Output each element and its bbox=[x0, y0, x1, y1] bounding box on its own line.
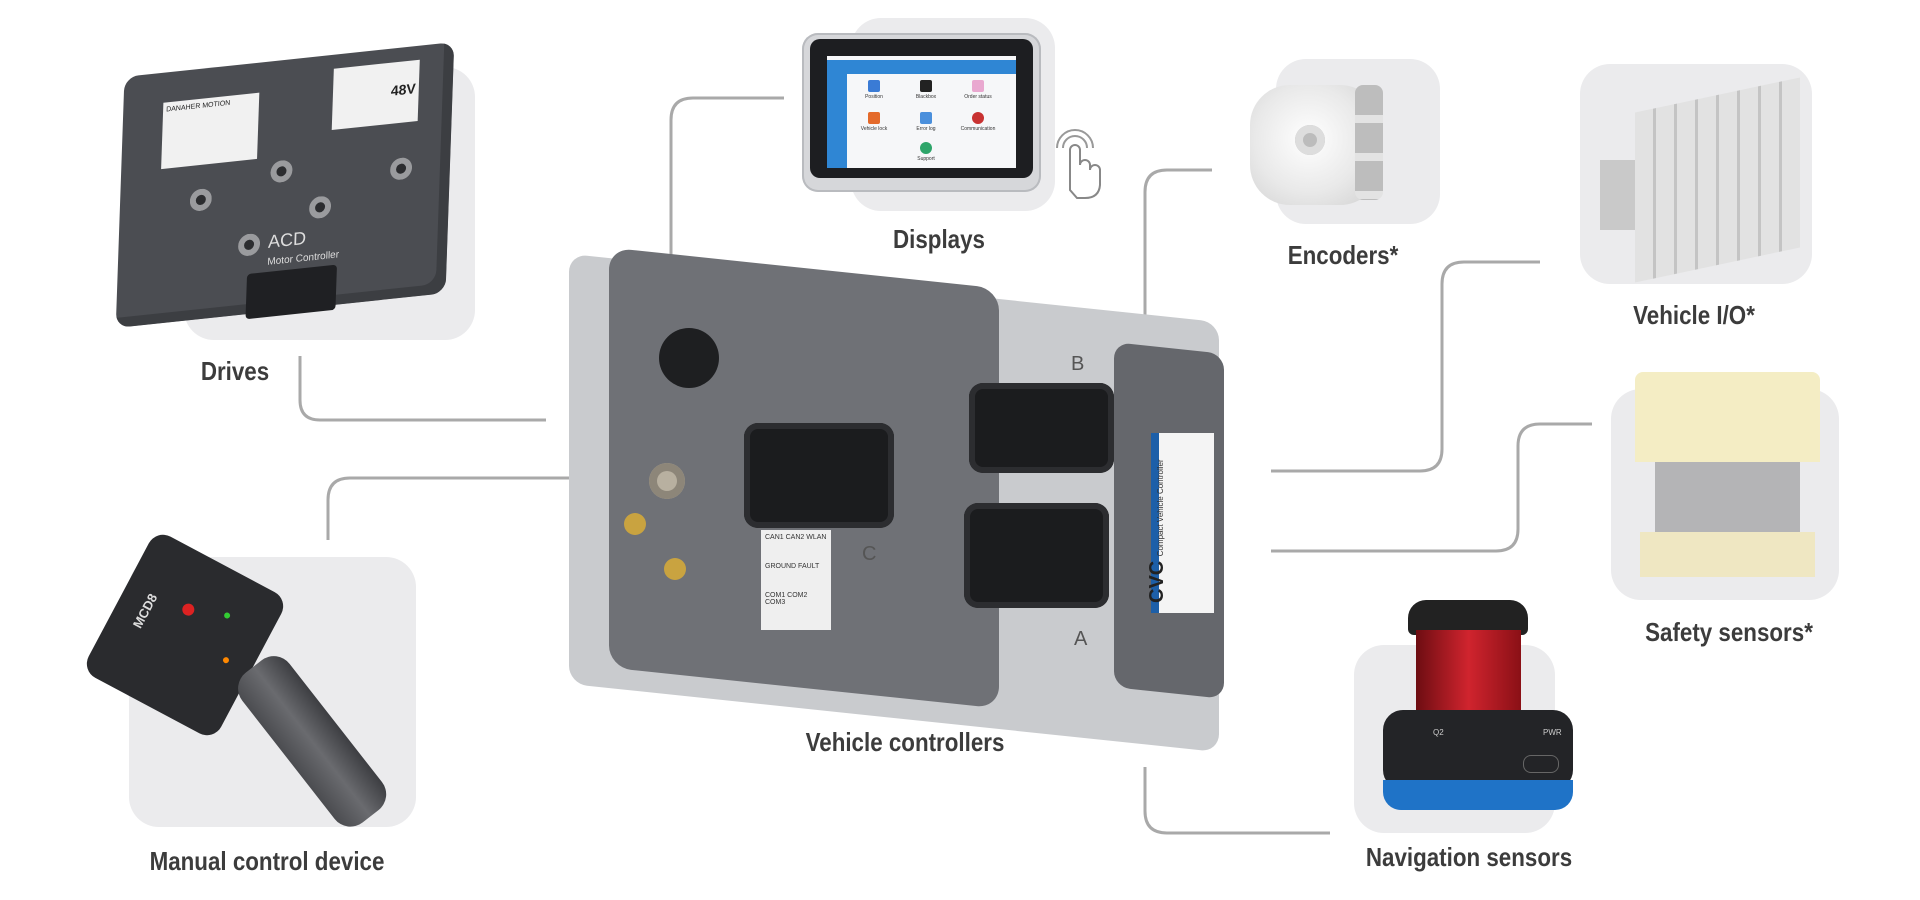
displays-image[interactable]: Position Blackbox Order status Vehicle l… bbox=[802, 33, 1041, 192]
cvc-badge: CVC Compact Vehicle Controller bbox=[1146, 433, 1214, 613]
vehicle-io-label[interactable]: Vehicle I/O* bbox=[1633, 300, 1755, 330]
tile-vehicle-lock: Vehicle lock bbox=[860, 126, 888, 132]
nav-q2-indicator: Q2 bbox=[1433, 728, 1444, 737]
tile-position: Position bbox=[865, 94, 883, 100]
navigation-sensors-label[interactable]: Navigation sensors bbox=[1365, 842, 1573, 872]
drives-label[interactable]: Drives bbox=[200, 356, 270, 386]
vehicle-io-image[interactable] bbox=[1600, 77, 1805, 283]
encoders-image[interactable] bbox=[1250, 85, 1383, 205]
drive-maker: DANAHER MOTION bbox=[166, 99, 231, 114]
manual-control-label[interactable]: Manual control device bbox=[149, 846, 385, 876]
connector-port-b bbox=[969, 383, 1114, 473]
navigation-sensors-image[interactable]: Q2 PWR bbox=[1378, 600, 1580, 820]
port-c-label: C bbox=[862, 543, 877, 565]
vehicle-controller-image[interactable]: C B A CAN1 CAN2 WLAN GROUND FAULT COM1 C… bbox=[569, 247, 1237, 753]
drives-image[interactable]: DANAHER MOTION 48V ACD Motor Controller bbox=[115, 42, 455, 328]
connector-vehicle-io bbox=[1271, 260, 1540, 473]
controller-cap bbox=[659, 328, 719, 388]
connector-port-a bbox=[964, 503, 1109, 608]
safety-sensors-image[interactable] bbox=[1635, 372, 1820, 587]
tile-communication: Communication bbox=[960, 126, 996, 132]
touch-hand-icon bbox=[1056, 129, 1101, 199]
connector-encoders bbox=[1143, 168, 1212, 330]
port-b-label: B bbox=[1071, 353, 1085, 375]
displays-label[interactable]: Displays bbox=[893, 224, 985, 254]
connector-port-c bbox=[744, 423, 894, 528]
connector-drives bbox=[298, 356, 546, 422]
drive-sticker: DANAHER MOTION bbox=[161, 92, 260, 170]
nav-pwr-indicator: PWR bbox=[1543, 728, 1562, 737]
drive-voltage: 48V bbox=[331, 59, 420, 131]
antenna-connector bbox=[664, 558, 686, 580]
tile-blackbox: Blackbox bbox=[915, 94, 937, 100]
mcd-model: MCD8 bbox=[129, 591, 161, 631]
controller-led-sticker: CAN1 CAN2 WLAN GROUND FAULT COM1 COM2 CO… bbox=[761, 530, 831, 630]
port-a-label: A bbox=[1074, 628, 1088, 650]
tile-order-status: Order status bbox=[964, 94, 992, 100]
connector-navigation-sensors bbox=[1143, 767, 1330, 835]
drive-brand: ACD bbox=[267, 227, 307, 252]
connector-manual-control bbox=[326, 476, 576, 540]
connector-safety-sensors bbox=[1271, 422, 1592, 553]
tile-error-log: Error log bbox=[916, 126, 936, 132]
connector-displays bbox=[669, 96, 784, 262]
safety-sensors-label[interactable]: Safety sensors* bbox=[1645, 617, 1813, 647]
encoders-label[interactable]: Encoders* bbox=[1287, 240, 1399, 270]
nav-buttons bbox=[1523, 755, 1559, 773]
antenna-connector bbox=[624, 513, 646, 535]
tile-support: Support bbox=[917, 156, 935, 162]
manual-control-image[interactable]: MCD8 bbox=[80, 529, 460, 855]
vehicle-controllers-label[interactable]: Vehicle controllers bbox=[805, 727, 1005, 757]
m12-connector bbox=[649, 463, 685, 499]
display-screen: Position Blackbox Order status Vehicle l… bbox=[827, 56, 1016, 168]
